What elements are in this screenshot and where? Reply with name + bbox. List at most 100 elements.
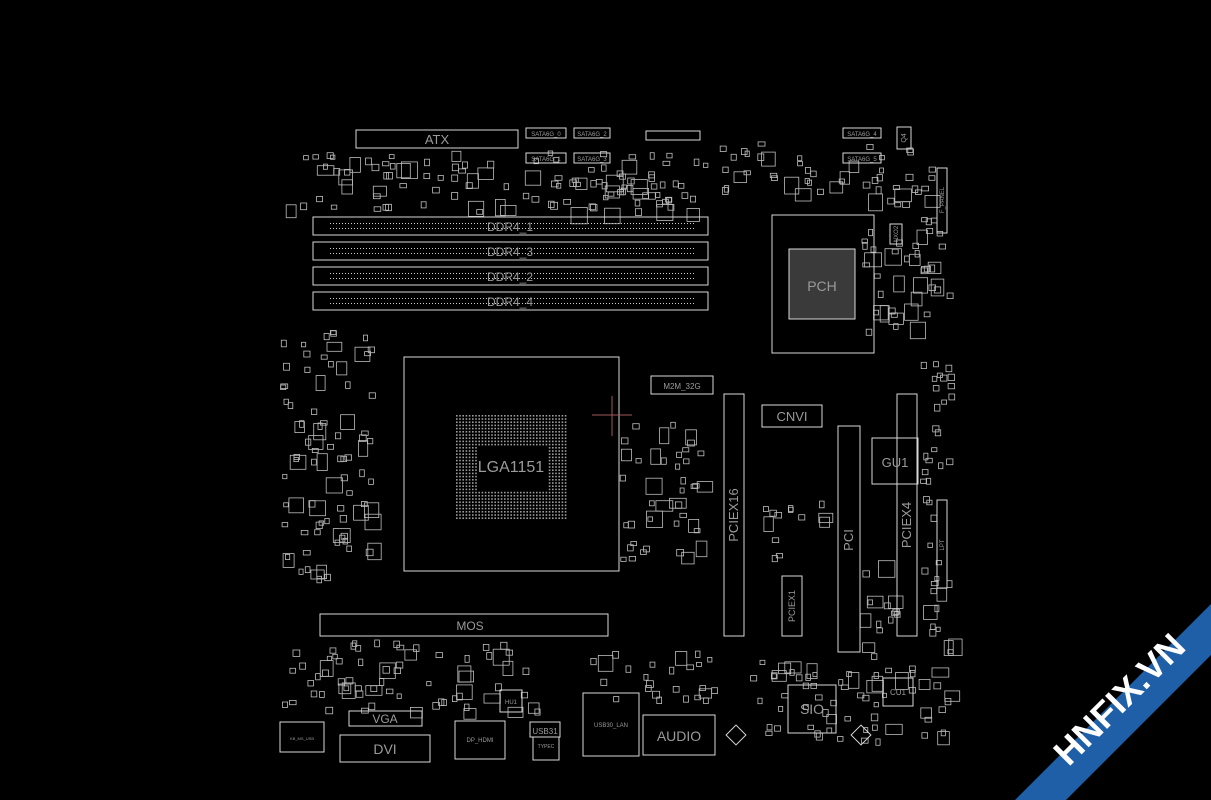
- dimm-pin: [639, 248, 640, 249]
- ddr4-slot-4[interactable]: DDR4_4: [312, 291, 709, 311]
- dimm-pin: [615, 253, 616, 254]
- hu1-label: HU1: [505, 700, 518, 706]
- usb30-lan-connector[interactable]: USB30_LAN: [582, 692, 640, 757]
- dimm-pin: [387, 278, 388, 279]
- smd-pad: [534, 708, 541, 716]
- dimm-pin: [501, 273, 502, 274]
- smd-pad: [888, 616, 894, 624]
- smd-pad: [305, 438, 312, 446]
- cpu-pin: [491, 507, 493, 510]
- sata-connector-1[interactable]: SATA6G_1: [525, 152, 567, 164]
- ddr4-slot-3[interactable]: DDR4_3: [312, 241, 709, 261]
- cpu-pin: [481, 431, 484, 433]
- cpu-pin: [545, 501, 548, 503]
- cpu-pin: [532, 437, 535, 439]
- smd-pad: [313, 423, 327, 441]
- sata-connector-5[interactable]: SATA6G_5: [842, 152, 882, 164]
- dimm-pin: [366, 253, 367, 254]
- smd-pad: [360, 501, 368, 507]
- cpu-pin: [465, 511, 468, 513]
- cpu-pin: [532, 491, 535, 494]
- dimm-pin: [450, 298, 451, 299]
- cpu-pin: [552, 437, 554, 439]
- dimm-pin: [486, 253, 487, 254]
- dimm-pin: [405, 303, 406, 304]
- q4-chip[interactable]: Q4: [896, 126, 912, 150]
- cpu-pin: [456, 485, 458, 487]
- cpu-pin: [545, 440, 548, 443]
- pciex4-slot[interactable]: PCIEX4: [896, 393, 918, 637]
- cpu-pin: [548, 415, 551, 417]
- smd-pad: [635, 208, 643, 216]
- cpu-pin: [561, 488, 564, 491]
- dimm-pin: [366, 248, 367, 249]
- hu1-chip[interactable]: HU1: [499, 689, 523, 713]
- cpu-pin: [561, 463, 564, 465]
- ddr4-slot-2[interactable]: DDR4_2: [312, 266, 709, 286]
- dimm-pin: [438, 273, 439, 274]
- pci-slot[interactable]: PCI: [837, 425, 861, 653]
- cpu-pin: [513, 437, 516, 439]
- dimm-pin: [681, 228, 682, 229]
- sata-connector-0[interactable]: SATA6G_0: [525, 127, 567, 139]
- cpu-pin: [472, 459, 474, 462]
- smd-pad: [350, 642, 357, 650]
- pch-chip[interactable]: PCH: [771, 214, 875, 354]
- ddr4-slot-1[interactable]: DDR4_1: [312, 216, 709, 236]
- cpu-pin: [564, 450, 567, 452]
- smd-pad: [862, 570, 870, 578]
- lpt-connector[interactable]: LPT: [936, 499, 948, 589]
- smd-pad: [730, 153, 737, 161]
- cu1-chip[interactable]: CU1: [882, 677, 914, 707]
- pciex16-slot[interactable]: PCIEX16: [723, 393, 745, 637]
- cpu-pin: [507, 507, 509, 510]
- gu1-chip[interactable]: GU1: [871, 437, 919, 485]
- smd-pad: [522, 667, 530, 675]
- typec-connector[interactable]: TYPEC: [532, 736, 560, 761]
- dimm-pin: [654, 278, 655, 279]
- sio-chip[interactable]: SIO: [787, 684, 837, 734]
- dimm-pin: [543, 228, 544, 229]
- dimm-pin: [459, 298, 460, 299]
- dimm-pin: [363, 253, 364, 254]
- dimm-pin: [642, 273, 643, 274]
- kb-ms-usb-connector[interactable]: KB_MS_USB: [279, 721, 325, 753]
- pciex1-slot[interactable]: PCIEX1: [781, 575, 803, 637]
- mos-area[interactable]: MOS: [319, 613, 609, 637]
- smd-pad: [741, 148, 748, 156]
- sata-connector-3[interactable]: SATA6G_3: [573, 152, 611, 164]
- cpu-socket[interactable]: LGA1151: [403, 356, 620, 572]
- dimm-pin: [651, 248, 652, 249]
- dimm-pin: [549, 228, 550, 229]
- smd-pad: [681, 192, 689, 199]
- dimm-pin: [498, 248, 499, 249]
- cpu-pin: [468, 431, 471, 433]
- cpu-pin: [539, 431, 541, 433]
- cpu-pin: [475, 424, 477, 427]
- f-panel-connector[interactable]: F_PANEL: [645, 130, 948, 234]
- cpu-pin: [459, 495, 461, 497]
- dvi-connector[interactable]: DVI: [339, 734, 431, 763]
- cpu-pin: [523, 437, 525, 439]
- nxo2-chip[interactable]: NXO2: [889, 223, 903, 245]
- audio-connector[interactable]: AUDIO: [642, 714, 716, 756]
- dimm-pin: [477, 223, 478, 224]
- sata-connector-4[interactable]: SATA6G_4: [842, 127, 882, 139]
- dp-hdmi-connector[interactable]: DP_HDMI: [454, 720, 506, 760]
- cpu-pin: [459, 498, 461, 500]
- cpu-pin: [526, 431, 528, 433]
- vga-connector[interactable]: VGA: [348, 710, 423, 727]
- cpu-pin: [494, 501, 496, 503]
- dimm-pin: [345, 273, 346, 274]
- dimm-pin: [393, 248, 394, 249]
- smd-pad: [280, 339, 287, 348]
- m2-slot[interactable]: M2M_32G: [650, 375, 714, 395]
- cnvi-slot[interactable]: CNVI: [761, 404, 823, 428]
- dimm-pin: [423, 223, 424, 224]
- atx-connector[interactable]: ATX: [355, 129, 519, 149]
- smd-pad: [925, 218, 932, 226]
- smd-pad: [344, 454, 352, 461]
- sata-connector-2[interactable]: SATA6G_2: [573, 127, 611, 139]
- cpu-pin: [481, 495, 484, 497]
